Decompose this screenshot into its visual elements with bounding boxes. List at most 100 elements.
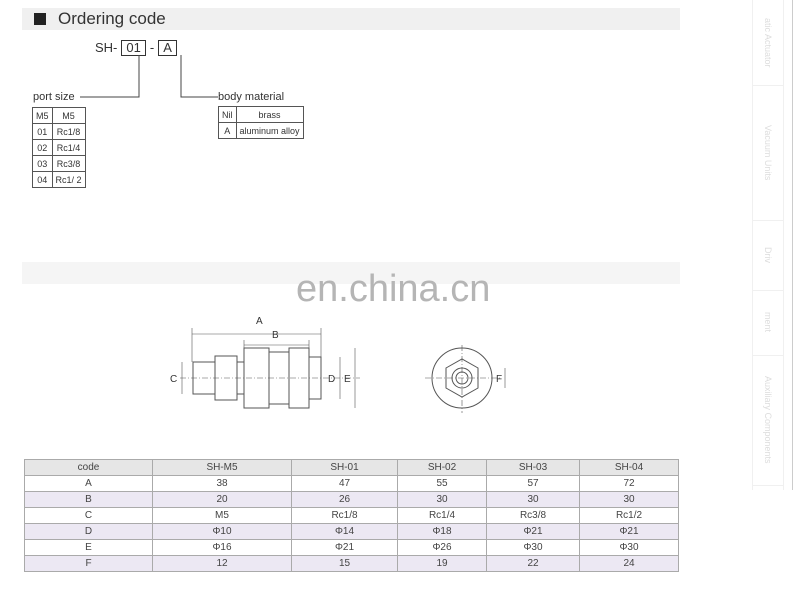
body-material-label: body material <box>218 91 285 103</box>
table-cell: Φ26 <box>397 539 487 556</box>
table-cell: 02 <box>32 139 53 156</box>
sidebar-tab[interactable]: atic Actuator <box>753 0 783 86</box>
table-cell: 30 <box>579 491 679 508</box>
table-cell: code <box>24 459 153 476</box>
code-material-box: A <box>158 40 177 56</box>
table-cell: Φ18 <box>397 523 487 540</box>
table-cell: aluminum alloy <box>235 122 304 139</box>
code-prefix: SH- <box>95 40 118 55</box>
table-cell: Φ14 <box>291 523 398 540</box>
table-cell: SH-M5 <box>152 459 292 476</box>
table-cell: M5 <box>152 507 292 524</box>
sidebar-tab[interactable]: ment <box>753 290 783 356</box>
table-cell: Φ21 <box>486 523 580 540</box>
table-cell: Rc1/8 <box>291 507 398 524</box>
sidebar-tab[interactable]: Auxiliary Components <box>753 355 783 486</box>
table-cell: Rc1/4 <box>397 507 487 524</box>
table-cell: 12 <box>152 555 292 572</box>
table-cell: 19 <box>397 555 487 572</box>
table-cell: 38 <box>152 475 292 492</box>
table-cell: Rc1/8 <box>51 123 86 140</box>
table-cell: Φ16 <box>152 539 292 556</box>
dim-b-label: B <box>272 330 279 341</box>
dim-a-label: A <box>256 316 263 327</box>
table-cell: M5 <box>32 107 53 124</box>
table-cell: SH-02 <box>397 459 487 476</box>
section-header-2 <box>22 262 680 284</box>
table-cell: 72 <box>579 475 679 492</box>
table-cell: 47 <box>291 475 398 492</box>
dim-f-label: F <box>496 374 502 385</box>
ordering-code: SH-01-A <box>95 40 181 56</box>
section-header: Ordering code <box>22 8 680 30</box>
table-cell: 15 <box>291 555 398 572</box>
dim-c-label: C <box>170 374 177 385</box>
table-cell: 24 <box>579 555 679 572</box>
section-title: Ordering code <box>58 9 166 28</box>
table-cell: 01 <box>32 123 53 140</box>
table-cell: E <box>24 539 153 556</box>
table-cell: SH-01 <box>291 459 398 476</box>
table-cell: Rc3/8 <box>51 155 86 172</box>
port-size-label: port size <box>33 91 75 103</box>
table-cell: 04 <box>32 171 53 188</box>
table-cell: SH-03 <box>486 459 580 476</box>
table-cell: Rc3/8 <box>486 507 580 524</box>
scrollbar-track[interactable] <box>792 0 793 490</box>
table-cell: Φ30 <box>579 539 679 556</box>
table-cell: B <box>24 491 153 508</box>
watermark: en.china.cn <box>296 268 491 310</box>
table-cell: 55 <box>397 475 487 492</box>
square-bullet-icon <box>34 13 46 25</box>
dim-e-label: E <box>344 374 351 385</box>
table-cell: A <box>218 122 237 139</box>
sidebar-tab[interactable]: Vacuum Units <box>753 85 783 221</box>
leader-lines <box>80 55 218 98</box>
dim-d-label: D <box>328 374 335 385</box>
table-cell: Φ10 <box>152 523 292 540</box>
table-cell: Rc1/2 <box>579 507 679 524</box>
table-cell: F <box>24 555 153 572</box>
fitting-drawing: A B C D E F <box>170 316 506 413</box>
code-separator: - <box>149 40 155 55</box>
table-cell: 26 <box>291 491 398 508</box>
table-cell: SH-04 <box>579 459 679 476</box>
table-cell: 03 <box>32 155 53 172</box>
table-cell: 30 <box>486 491 580 508</box>
table-cell: brass <box>235 106 304 123</box>
table-cell: 20 <box>152 491 292 508</box>
code-port-box: 01 <box>121 40 146 56</box>
table-cell: Φ30 <box>486 539 580 556</box>
table-cell: 22 <box>486 555 580 572</box>
table-cell: 57 <box>486 475 580 492</box>
table-cell: Φ21 <box>579 523 679 540</box>
table-cell: Rc1/4 <box>51 139 86 156</box>
table-cell: 30 <box>397 491 487 508</box>
table-cell: C <box>24 507 153 524</box>
table-cell: M5 <box>51 107 86 124</box>
table-cell: Φ21 <box>291 539 398 556</box>
table-cell: Rc1/ 2 <box>51 171 86 188</box>
table-cell: Nil <box>218 106 237 123</box>
table-cell: D <box>24 523 153 540</box>
table-cell: A <box>24 475 153 492</box>
sidebar-tab[interactable]: Driv <box>753 220 783 291</box>
